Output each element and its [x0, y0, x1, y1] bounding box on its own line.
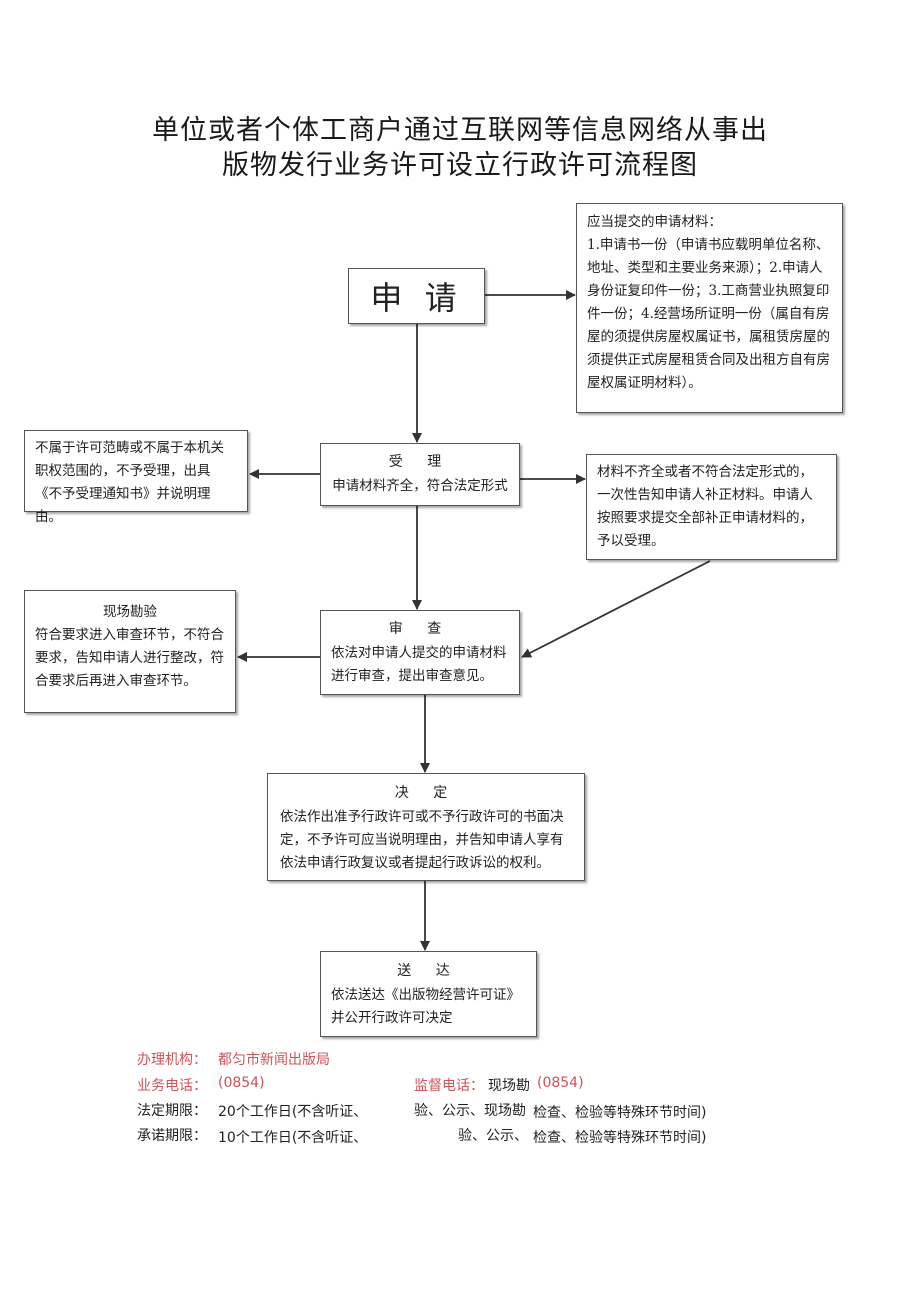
decide-box: 决 定 依法作出准予行政许可或不予行政许可的书面决定，不予许可应当说明理由，并告… — [267, 773, 585, 881]
review-body: 依法对申请人提交的申请材料进行审查，提出审查意见。 — [331, 645, 507, 684]
phone-label: 业务电话： — [137, 1078, 207, 1094]
inspect-heading: 现场勘验 — [103, 604, 157, 620]
reject-box: 不属于许可范畴或不属于本机关职权范围的，不予受理，出具《不予受理通知书》并说明理… — [24, 430, 248, 525]
materials-heading: 应当提交的申请材料： — [587, 214, 722, 230]
review-heading: 审 查 — [388, 621, 452, 637]
legal-label: 法定期限： — [137, 1103, 207, 1119]
page-title-line2: 版物发行业务许可设立行政许可流程图 — [222, 150, 698, 181]
legal-mid: 验、公示、现场勘 — [414, 1103, 526, 1119]
inspect-box: 现场勘验 符合要求进入审查环节，不符合要求，告知申请人进行整改，符合要求后再进入… — [24, 590, 236, 713]
arrow-supplement-to-review — [521, 560, 711, 658]
supplement-box: 材料不齐全或者不符合法定形式的，一次性告知申请人补正材料。申请人按照要求提交全部… — [586, 454, 837, 560]
accept-body: 申请材料齐全，符合法定形式 — [332, 478, 508, 494]
promise-label: 承诺期限： — [137, 1128, 207, 1144]
agency-value: 都匀市新闻出版局 — [218, 1052, 330, 1068]
promise-value: 10个工作日(不含听证、 — [218, 1130, 368, 1146]
agency-label: 办理机构： — [137, 1052, 207, 1068]
supervise-label: 监督电话： — [414, 1078, 484, 1094]
materials-box: 应当提交的申请材料： 1.申请书一份（申请书应载明单位名称、地址、类型和主要业务… — [576, 203, 843, 413]
inspect-body: 符合要求进入审查环节，不符合要求，告知申请人进行整改，符合要求后再进入审查环节。 — [35, 627, 224, 689]
decide-body: 依法作出准予行政许可或不予行政许可的书面决定，不予许可应当说明理由，并告知申请人… — [280, 809, 564, 871]
promise-mid: 验、公示、 — [458, 1128, 528, 1144]
deliver-box: 送 达 依法送达《出版物经营许可证》并公开行政许可决定 — [320, 951, 537, 1037]
legal-tail: 检查、检验等特殊环节时间) — [533, 1105, 707, 1121]
deliver-heading: 送 达 — [397, 963, 460, 979]
review-box: 审 查 依法对申请人提交的申请材料进行审查，提出审查意见。 — [320, 610, 520, 695]
supplement-body: 材料不齐全或者不符合法定形式的，一次性告知申请人补正材料。申请人按照要求提交全部… — [597, 464, 813, 549]
decide-heading: 决 定 — [394, 785, 458, 801]
accept-heading: 受 理 — [388, 454, 452, 470]
apply-label: 申 请 — [370, 279, 463, 317]
accept-box: 受 理 申请材料齐全，符合法定形式 — [320, 443, 520, 506]
deliver-body: 依法送达《出版物经营许可证》并公开行政许可决定 — [331, 987, 520, 1026]
apply-box: 申 请 — [348, 268, 485, 324]
materials-body: 1.申请书一份（申请书应载明单位名称、地址、类型和主要业务来源）；2.申请人身份… — [587, 237, 830, 391]
legal-value: 20个工作日(不含听证、 — [218, 1104, 368, 1120]
promise-tail: 检查、检验等特殊环节时间) — [533, 1130, 707, 1146]
phone-value: (0854) — [218, 1075, 265, 1091]
supervise-code: (0854) — [537, 1075, 584, 1091]
page-title-line1: 单位或者个体工商户通过互联网等信息网络从事出 — [152, 115, 768, 146]
supervise-value: 现场勘 — [488, 1078, 530, 1094]
reject-body: 不属于许可范畴或不属于本机关职权范围的，不予受理，出具《不予受理通知书》并说明理… — [35, 440, 224, 525]
